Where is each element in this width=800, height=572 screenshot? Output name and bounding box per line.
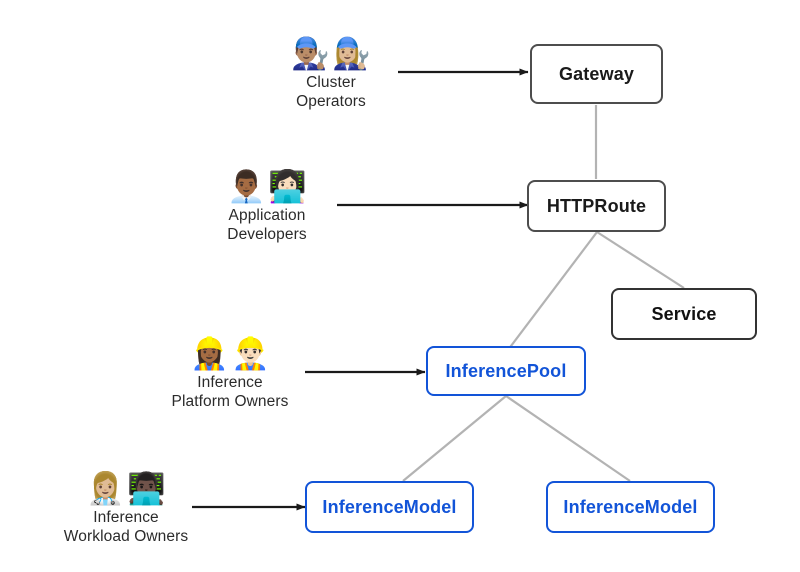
actor-avatars: 👨🏾‍💼 👩🏻‍💻	[227, 165, 306, 203]
node-label-service: Service	[651, 303, 717, 324]
actor-label-application-developers: Application Developers	[227, 207, 307, 244]
node-gateway[interactable]: Gateway	[530, 44, 663, 104]
man-mechanic-emoji: 👨🏽‍🔧	[291, 36, 330, 72]
actor-label-inference-workload-owners: Inference Workload Owners	[63, 509, 189, 546]
node-label-gateway: Gateway	[558, 63, 635, 84]
connector-inferencepool-inferencemodel-right	[505, 395, 631, 482]
man-office-worker-emoji: 👨🏾‍💼	[227, 169, 266, 205]
woman-construction-worker-emoji: 👷🏾‍♀️	[190, 336, 229, 372]
man-technologist-emoji: 👨🏿‍💻	[127, 471, 166, 507]
actor-application-developers: 👨🏾‍💼 👩🏻‍💻 Application Developers	[202, 165, 332, 245]
woman-health-worker-emoji: 👩🏼‍⚕️	[86, 471, 125, 507]
node-label-inferencemodel-left: InferenceModel	[322, 496, 457, 517]
connector-inferencepool-inferencemodel-left	[402, 395, 507, 482]
node-inferencemodel-left[interactable]: InferenceModel	[305, 481, 474, 533]
connector-httproute-service	[596, 231, 685, 289]
man-construction-worker-emoji: 👷🏻‍♂️	[231, 336, 270, 372]
actor-cluster-operators: 👨🏽‍🔧 👩🏼‍🔧 Cluster Operators	[266, 32, 396, 112]
node-inferencepool[interactable]: InferencePool	[426, 346, 586, 396]
actor-inference-platform-owners: 👷🏾‍♀️ 👷🏻‍♂️ Inference Platform Owners	[160, 332, 300, 412]
actor-label-cluster-operators: Cluster Operators	[296, 74, 366, 111]
node-service[interactable]: Service	[611, 288, 757, 340]
node-label-httproute: HTTPRoute	[546, 195, 647, 216]
woman-technologist-emoji: 👩🏻‍💻	[268, 169, 307, 205]
actor-avatars: 👷🏾‍♀️ 👷🏻‍♂️	[190, 332, 269, 370]
actor-avatars: 👨🏽‍🔧 👩🏼‍🔧	[291, 32, 370, 70]
connector-httproute-inferencepool	[507, 231, 598, 351]
node-httproute[interactable]: HTTPRoute	[527, 180, 666, 232]
node-label-inferencepool: InferencePool	[445, 360, 567, 381]
actor-avatars: 👩🏼‍⚕️ 👨🏿‍💻	[86, 467, 165, 505]
actor-inference-workload-owners: 👩🏼‍⚕️ 👨🏿‍💻 Inference Workload Owners	[56, 467, 196, 547]
woman-mechanic-emoji: 👩🏼‍🔧	[332, 36, 371, 72]
node-inferencemodel-right[interactable]: InferenceModel	[546, 481, 715, 533]
actor-label-inference-platform-owners: Inference Platform Owners	[171, 374, 289, 411]
node-label-inferencemodel-right: InferenceModel	[563, 496, 698, 517]
